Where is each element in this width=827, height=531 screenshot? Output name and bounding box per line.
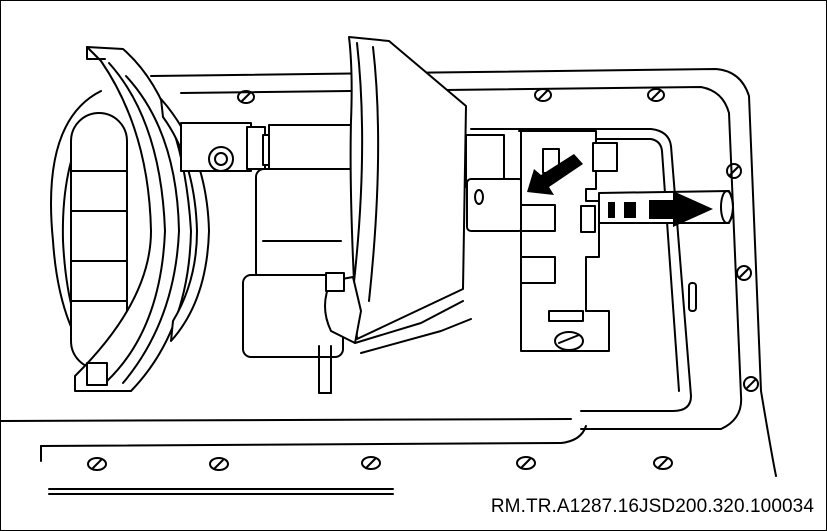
housing-outline	[1, 68, 777, 495]
connector	[465, 134, 524, 232]
bolt-hole	[726, 163, 742, 179]
bolt-hole	[653, 456, 673, 470]
drum-assembly	[50, 46, 210, 392]
bolt-hole	[534, 88, 552, 102]
bolt-hole	[647, 88, 665, 102]
bolt-hole	[743, 376, 759, 392]
bolt-hole	[209, 457, 229, 471]
bell-housing	[324, 36, 472, 354]
slide-out-direction-arrow	[608, 191, 713, 227]
reference-code-label: RM.TR.A1287.16JSD200.320.100034	[490, 496, 814, 517]
bolt-hole	[237, 90, 255, 104]
bolt-hole	[516, 456, 536, 470]
insert-direction-arrow	[527, 154, 583, 195]
shaft	[180, 122, 362, 394]
bolt-hole	[736, 265, 752, 281]
bolt-hole	[361, 456, 381, 470]
bolt-hole	[87, 457, 107, 471]
